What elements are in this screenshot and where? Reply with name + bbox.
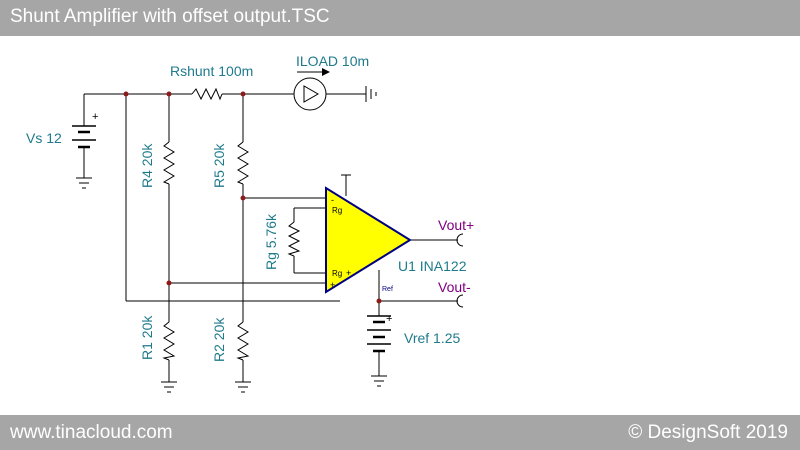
pin-ref: Ref: [382, 286, 393, 293]
rg-resistor[interactable]: [287, 221, 301, 257]
r2-label: R2 20k: [211, 317, 227, 362]
footer-bar: www.tinacloud.com © DesignSoft 2019: [0, 415, 800, 450]
u1-label: U1 INA122: [398, 258, 467, 274]
r5-resistor[interactable]: [236, 141, 249, 185]
rshunt-label: Rshunt 100m: [170, 63, 253, 79]
r1-resistor[interactable]: [162, 321, 176, 361]
r1-label: R1 20k: [139, 315, 155, 360]
rg-label: Rg 5.76k: [263, 213, 279, 270]
vs-plus-label: +: [92, 111, 98, 123]
window-title: Shunt Amplifier with offset output.TSC: [10, 6, 330, 27]
vout-plus-connector[interactable]: [454, 233, 464, 247]
r4-resistor[interactable]: [162, 141, 175, 185]
wires: [83, 93, 454, 382]
vs-battery[interactable]: [72, 125, 96, 149]
pin-minus: -: [331, 195, 334, 205]
pin-rg-bottom: Rg: [332, 269, 342, 278]
vref-battery[interactable]: [367, 315, 391, 353]
junctions: [123, 91, 382, 304]
ground-symbols: [76, 86, 387, 393]
iload-label: ILOAD 10m: [296, 53, 369, 69]
copyright-text: © DesignSoft 2019: [628, 422, 788, 443]
pin-plus-input: +: [330, 280, 335, 290]
vout-minus-label: Vout-: [438, 279, 471, 295]
pin-rg-top: Rg: [332, 206, 342, 215]
website-link[interactable]: www.tinacloud.com: [10, 422, 173, 443]
pin-plus: +: [346, 268, 351, 278]
vout-minus-connector[interactable]: [454, 294, 464, 308]
r5-label: R5 20k: [211, 143, 227, 188]
title-bar: Shunt Amplifier with offset output.TSC: [0, 0, 800, 36]
r2-resistor[interactable]: [236, 321, 250, 361]
r4-label: R4 20k: [139, 143, 155, 188]
vout-plus-label: Vout+: [438, 217, 474, 233]
vref-plus-label: +: [386, 313, 392, 325]
ina122-amplifier[interactable]: [325, 186, 412, 294]
vs-label: Vs 12: [26, 130, 62, 146]
rshunt-resistor[interactable]: [191, 87, 223, 101]
iload-current-source[interactable]: [293, 68, 330, 111]
vref-label: Vref 1.25: [404, 330, 461, 346]
